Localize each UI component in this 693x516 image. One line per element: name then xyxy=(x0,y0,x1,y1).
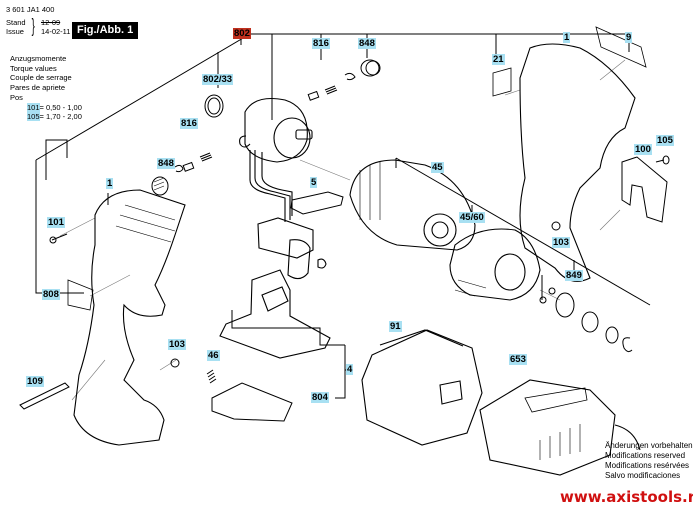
pos-label: Pos xyxy=(10,93,23,102)
stand-label: Stand xyxy=(6,18,26,27)
modifications-notice: Änderungen vorbehalten Modifications res… xyxy=(605,441,693,481)
part-label-816-top[interactable]: 816 xyxy=(312,38,330,49)
part-label-109[interactable]: 109 xyxy=(26,376,44,387)
part-label-1-left[interactable]: 1 xyxy=(106,178,114,189)
torque-range: 1,70 - 2,00 xyxy=(46,112,82,121)
torque-title-en: Torque values xyxy=(10,63,57,73)
switch-base xyxy=(220,270,330,358)
part-label-849[interactable]: 849 xyxy=(565,270,583,281)
part-label-4[interactable]: 4 xyxy=(346,364,354,375)
brush-cap xyxy=(152,177,168,195)
torque-row: 101= 0,50 - 1,00 xyxy=(27,103,82,113)
modifications-es: Salvo modificaciones xyxy=(605,471,681,480)
torque-pos: 101 xyxy=(27,103,40,112)
housing-left xyxy=(74,190,185,445)
part-label-5[interactable]: 5 xyxy=(310,177,318,188)
modifications-fr: Modifications resérvées xyxy=(605,461,690,470)
screw-101 xyxy=(50,234,67,243)
part-label-91[interactable]: 91 xyxy=(389,321,402,332)
torque-row: 105= 1,70 - 2,00 xyxy=(27,112,82,122)
old-date: 12-09 xyxy=(41,18,61,27)
part-label-802[interactable]: 802 xyxy=(233,28,251,39)
switch-unit xyxy=(258,218,326,279)
anvil-parts xyxy=(540,275,632,352)
website-link[interactable]: www.axistools.ru xyxy=(560,488,693,506)
brush-set xyxy=(175,73,355,171)
battery-pack xyxy=(362,330,482,445)
part-label-105[interactable]: 105 xyxy=(656,135,674,146)
part-label-9[interactable]: 9 xyxy=(625,32,633,43)
part-label-802-33[interactable]: 802/33 xyxy=(202,74,234,85)
part-label-1-right[interactable]: 1 xyxy=(563,32,571,43)
issue-date: 14-02-11 xyxy=(41,27,71,36)
torque-range: 0,50 - 1,00 xyxy=(46,103,82,112)
torque-title-fr: Couple de serrage xyxy=(10,73,72,82)
bit-109 xyxy=(20,383,69,409)
part-label-816-left[interactable]: 816 xyxy=(180,118,198,129)
label-plate-808 xyxy=(68,280,93,310)
part-label-808[interactable]: 808 xyxy=(42,289,60,300)
part-label-21[interactable]: 21 xyxy=(492,54,505,65)
torque-title-es: Pares de apriete xyxy=(10,82,66,92)
part-label-103-right[interactable]: 103 xyxy=(552,237,570,248)
ring-part xyxy=(361,60,380,76)
o-ring-part xyxy=(205,95,223,117)
torque-pos: 105 xyxy=(27,112,40,121)
part-label-804[interactable]: 804 xyxy=(311,392,329,403)
part-label-653[interactable]: 653 xyxy=(509,354,527,365)
part-label-848-left[interactable]: 848 xyxy=(157,158,175,169)
brace: } xyxy=(31,16,35,37)
part-label-103-left[interactable]: 103 xyxy=(168,339,186,350)
gear-housing xyxy=(350,160,475,250)
assembly-lines xyxy=(60,60,625,400)
part-label-45[interactable]: 45 xyxy=(431,162,444,173)
part-label-46[interactable]: 46 xyxy=(207,350,220,361)
nut-103-left xyxy=(171,359,179,367)
torque-eq: = xyxy=(39,112,44,121)
figure-label: Fig./Abb. 1 xyxy=(72,22,139,39)
modifications-en: Modifications reserved xyxy=(605,451,686,460)
part-label-45-60[interactable]: 45/60 xyxy=(459,212,485,223)
spring-and-board xyxy=(207,370,292,421)
modifications-de: Änderungen vorbehalten xyxy=(605,441,693,450)
charger xyxy=(480,380,640,475)
part-label-101[interactable]: 101 xyxy=(47,217,65,228)
torque-eq: = xyxy=(39,103,44,112)
switch-plate xyxy=(291,192,343,214)
motor xyxy=(240,99,312,223)
torque-titles: Anzugsmomente Torque values Couple de se… xyxy=(10,54,72,92)
housing-right xyxy=(520,44,635,281)
issue-label: Issue xyxy=(6,27,24,36)
housing-cover xyxy=(450,229,540,300)
part-label-100[interactable]: 100 xyxy=(634,144,652,155)
torque-title-de: Anzugsmomente xyxy=(10,54,67,63)
part-label-848-top[interactable]: 848 xyxy=(358,38,376,49)
belt-clip xyxy=(622,156,669,222)
part-number: 3 601 JA1 400 xyxy=(6,5,55,14)
nut-103-right xyxy=(552,222,560,230)
